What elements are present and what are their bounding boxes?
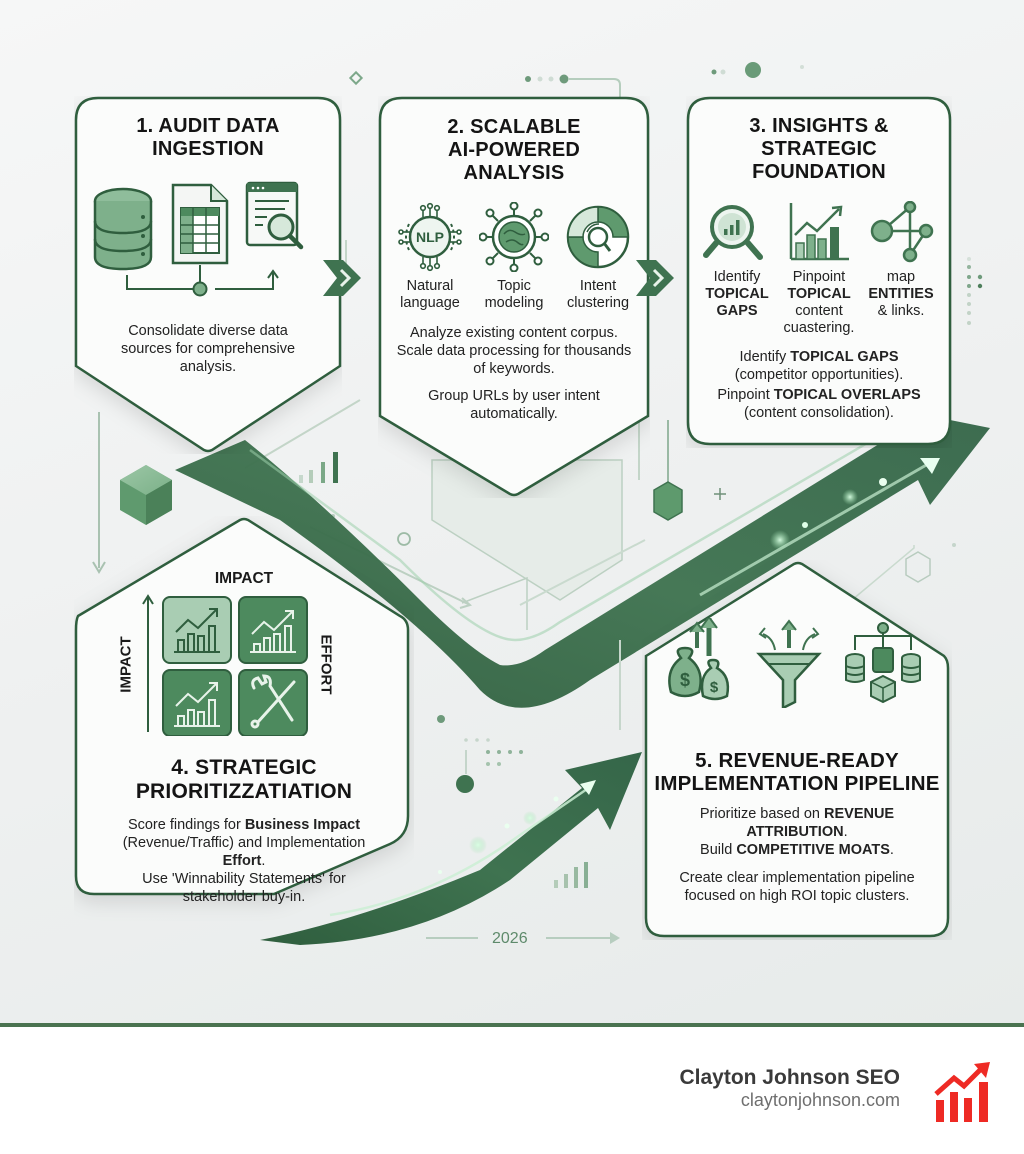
step-3-title-line1: 3. INSIGHTS & bbox=[749, 115, 889, 137]
step-5-icons: $ $ bbox=[668, 615, 921, 711]
intent-label-line1: Intent bbox=[579, 278, 617, 294]
entities-label-bold1: ENTITIES bbox=[868, 286, 934, 302]
impact-effort-matrix: IMPACT EFFORT bbox=[74, 592, 414, 736]
entities-feature: map ENTITIES & links. bbox=[861, 201, 941, 337]
cube-icon bbox=[120, 465, 172, 525]
topical-gaps-feature: Identify TOPICAL GAPS bbox=[697, 201, 777, 337]
timeline-year: 2026 bbox=[492, 930, 528, 947]
footer-divider bbox=[0, 1023, 1024, 1027]
intent-label-line2: clustering bbox=[566, 295, 630, 311]
timeline-arrow bbox=[426, 932, 620, 944]
step-card-5-revenue-pipeline: $ $ bbox=[642, 560, 952, 940]
step-4-description-2: Use 'Winnability Statements' for stakeho… bbox=[142, 871, 346, 905]
right-dot-grid bbox=[967, 257, 983, 325]
step-card-4-prioritization: IMPACT IMPACT EFFORT bbox=[74, 516, 414, 936]
step-2-title-line3: ANALYSIS bbox=[463, 162, 565, 184]
money-bags-arrows-icon: $ $ bbox=[668, 615, 730, 701]
web-page-search-icon bbox=[245, 181, 304, 250]
step-4-description: Score findings for Business Impact (Reve… bbox=[122, 817, 366, 869]
signal-bars-icon-2 bbox=[554, 862, 588, 888]
matrix-tile-4-wrench-screwdriver-icon bbox=[238, 669, 308, 736]
clustering-label-line1: Pinpoint bbox=[792, 269, 846, 285]
step-5-description-2: Build COMPETITIVE MOATS. bbox=[700, 842, 894, 858]
step-3-title-line3: FOUNDATION bbox=[752, 161, 886, 183]
topic-label-line1: Topic bbox=[497, 278, 531, 294]
svg-text:NLP: NLP bbox=[416, 229, 444, 245]
magnifier-chart-icon bbox=[703, 205, 763, 260]
arrow-up-icon bbox=[142, 594, 154, 732]
intent-cycle-icon bbox=[566, 205, 630, 269]
gaps-label-bold2: GAPS bbox=[716, 303, 758, 319]
card-shape bbox=[378, 96, 650, 497]
topic-network-icon bbox=[479, 202, 549, 272]
red-growth-chart-icon bbox=[934, 1062, 990, 1122]
brand-name: Clayton Johnson SEO bbox=[679, 1066, 900, 1089]
step-2-description-1: Analyze existing content corpus. Scale d… bbox=[396, 325, 632, 377]
step-4-title-line1: 4. STRATEGIC bbox=[171, 756, 317, 779]
step-1-icons bbox=[93, 181, 304, 297]
clustering-label-line3: content bbox=[795, 303, 843, 319]
step-2-title-line2: AI-POWERED bbox=[448, 139, 580, 161]
signal-bars-icon bbox=[299, 452, 338, 483]
step-2-title-line1: 2. SCALABLE bbox=[447, 116, 581, 138]
database-icon bbox=[93, 187, 153, 271]
step-3-description-1: Identify TOPICAL GAPS (competitor opport… bbox=[734, 349, 904, 383]
topic-feature: Topic modeling bbox=[475, 202, 553, 312]
matrix-right-label: EFFORT bbox=[317, 634, 335, 695]
step-4-title-line2: PRIORITIZZATIATION bbox=[135, 780, 353, 803]
spreadsheet-icon bbox=[171, 183, 229, 265]
clustering-label-line4: cuastering. bbox=[783, 320, 855, 336]
topic-label-line2: modeling bbox=[484, 295, 544, 311]
intent-feature: Intent clustering bbox=[559, 202, 637, 312]
nlp-label-line1: Natural bbox=[406, 278, 454, 294]
nlp-feature: NLP Natural language bbox=[391, 202, 469, 312]
step-card-2-ai-analysis: 2. SCALABLE AI-POWERED ANALYSIS bbox=[378, 96, 650, 498]
matrix-top-label: IMPACT bbox=[214, 570, 274, 587]
topical-clustering-feature: Pinpoint TOPICAL content cuastering. bbox=[779, 201, 859, 337]
svg-text:$: $ bbox=[710, 679, 719, 696]
flow-arrow-lower bbox=[260, 752, 642, 945]
top-decor-dots bbox=[348, 62, 804, 112]
matrix-left-label: IMPACT bbox=[117, 636, 135, 693]
matrix-tile-3 bbox=[162, 669, 232, 736]
funnel-icon bbox=[756, 619, 822, 711]
dot-cluster bbox=[437, 640, 621, 793]
svg-text:$: $ bbox=[680, 670, 690, 690]
step-3-description-2: Pinpoint TOPICAL OVERLAPS (content conso… bbox=[717, 387, 921, 421]
nlp-label-line2: language bbox=[400, 295, 460, 311]
infographic-canvas: 1. AUDIT DATA INGESTION bbox=[0, 0, 1024, 1024]
matrix-tile-1 bbox=[162, 596, 232, 664]
step-1-description: Consolidate diverse data sources for com… bbox=[120, 323, 296, 375]
footer bbox=[0, 1027, 1024, 1154]
step-card-1-audit: 1. AUDIT DATA INGESTION bbox=[74, 96, 342, 454]
left-down-arrow bbox=[92, 412, 106, 574]
step-card-3-insights: 3. INSIGHTS & STRATEGIC FOUNDATION Ide bbox=[686, 96, 952, 448]
step-5-title-line2: IMPLEMENTATION PIPELINE bbox=[654, 772, 940, 795]
gaps-label-line1: Identify bbox=[713, 269, 761, 285]
nlp-icon: NLP bbox=[398, 202, 462, 272]
step-1-title-line1: 1. AUDIT DATA bbox=[136, 115, 280, 137]
entity-graph-icon bbox=[870, 201, 934, 263]
step-1-title-line2: INGESTION bbox=[152, 138, 264, 160]
data-pipeline-icon bbox=[845, 622, 921, 704]
chevron-right-icon bbox=[323, 260, 361, 296]
brand-url-link[interactable]: claytonjohnson.com bbox=[740, 1090, 900, 1110]
step-2-description-2: Group URLs by user intent automatically. bbox=[428, 388, 600, 422]
clustering-label-bold1: TOPICAL bbox=[787, 286, 851, 302]
step-5-title-line1: 5. REVENUE-READY bbox=[695, 749, 899, 772]
chevron-right-icon bbox=[636, 260, 674, 296]
step-5-description-1: Prioritize based on REVENUE ATTRIBUTION. bbox=[699, 806, 895, 840]
matrix-tile-2 bbox=[238, 596, 308, 664]
entities-label-line3: & links. bbox=[877, 303, 925, 319]
matrix-tiles bbox=[162, 596, 308, 736]
card-shape bbox=[686, 96, 952, 446]
gaps-label-bold1: TOPICAL bbox=[705, 286, 769, 302]
growth-chart-icon bbox=[789, 203, 849, 261]
entities-label-line1: map bbox=[886, 269, 916, 285]
step-3-title-line2: STRATEGIC bbox=[761, 138, 877, 160]
step-5-description-3: Create clear implementation pipeline foc… bbox=[679, 870, 915, 904]
